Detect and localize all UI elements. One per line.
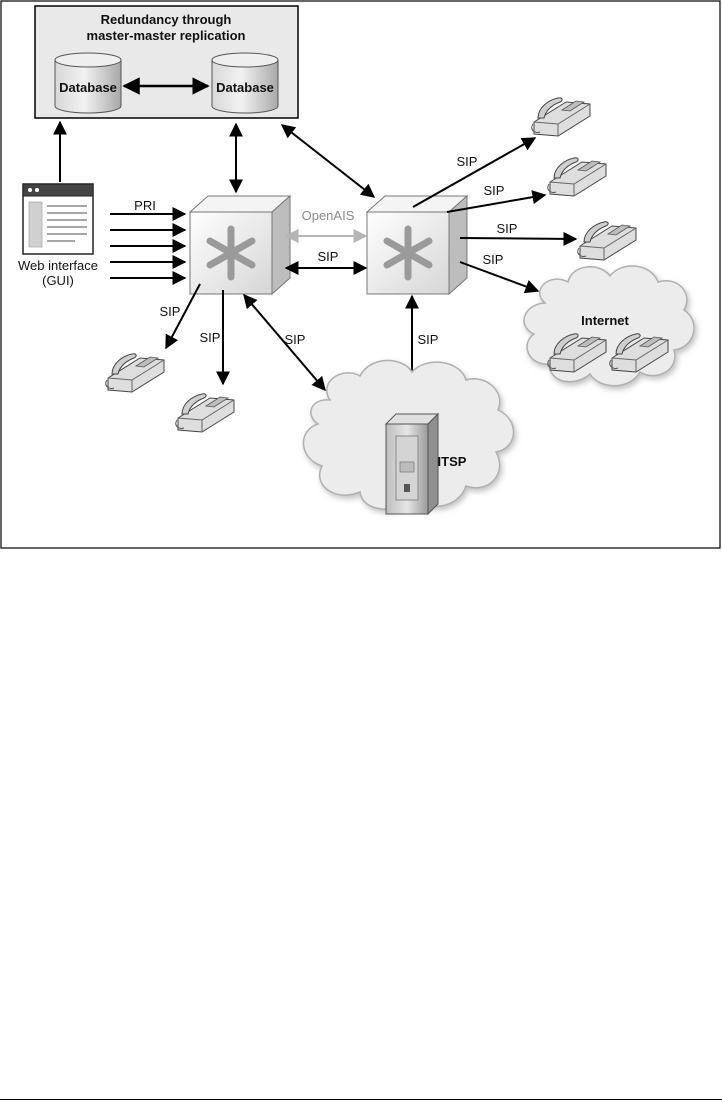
sip-right-phone3-arrow [460,238,576,239]
sip-right-phone1-arrow [413,138,535,207]
sip-left-phone2-label: SIP [200,330,221,345]
web-interface-label-line2: (GUI) [42,273,74,288]
internet-label: Internet [581,313,629,328]
phone-right-3-icon [578,222,636,260]
database-left-label: Database [59,80,117,95]
network-diagram: Redundancy through master-master replica… [0,0,722,550]
phone-right-1-icon [532,98,590,136]
database-right-icon: Database [212,53,278,113]
sip-right-phone3-label: SIP [497,221,518,236]
phone-right-2-icon [548,158,606,196]
figure: Redundancy through master-master replica… [0,0,722,550]
sip-left-itsp-label: SIP [285,332,306,347]
group-title-line2: master-master replication [87,28,246,43]
sip-left-phone1-label: SIP [160,304,181,319]
database-right-label: Database [216,80,274,95]
server-right-db-arrow [282,125,374,197]
openais-label: OpenAIS [302,208,355,223]
sip-right-itsp-label: SIP [418,332,439,347]
phone-left-2-icon [176,394,234,432]
pri-arrows [110,214,185,278]
sip-between-servers-label: SIP [318,249,339,264]
phone-left-1-icon [106,354,164,392]
itsp-label: ITSP [438,454,467,469]
sip-right-phone1-label: SIP [457,154,478,169]
itsp-rack-icon [386,414,438,514]
sip-right-phone2-label: SIP [484,183,505,198]
asterisk-server-left-icon [190,196,290,294]
database-left-icon: Database [55,53,121,113]
page-bottom-rule [0,1099,722,1100]
group-title-line1: Redundancy through [101,12,232,27]
pri-label: PRI [134,198,156,213]
sip-right-internet-label: SIP [483,252,504,267]
web-interface-label-line1: Web interface [18,258,98,273]
web-interface-icon [23,184,93,254]
